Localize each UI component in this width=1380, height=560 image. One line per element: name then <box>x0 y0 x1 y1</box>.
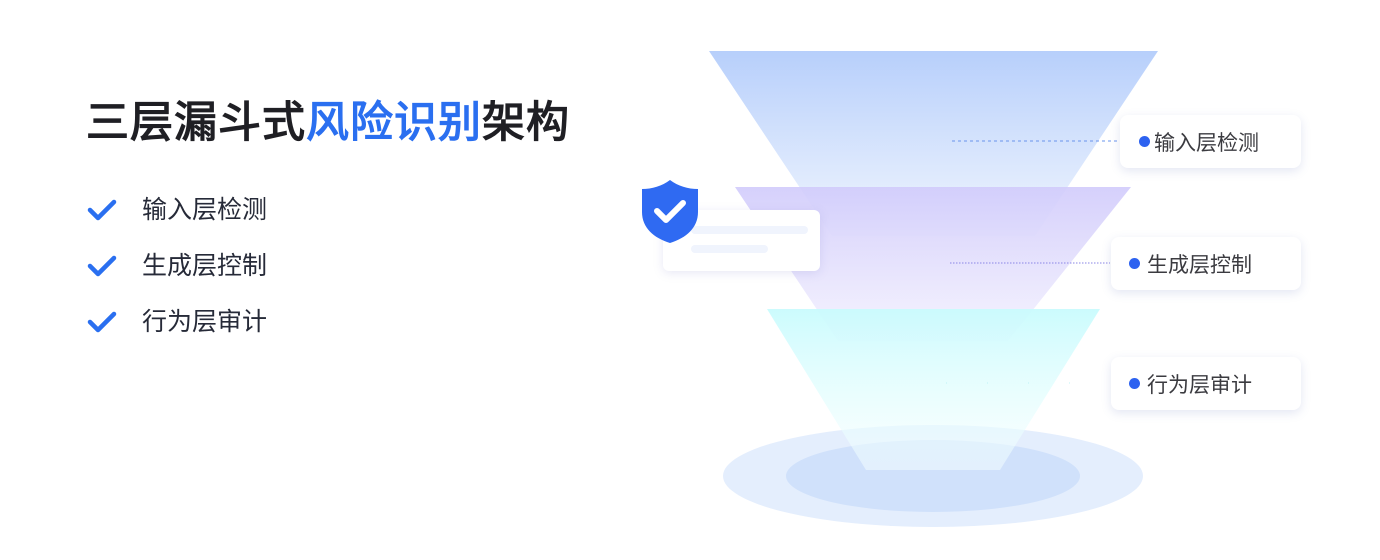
layer-label-generation: 生成层控制 <box>1111 237 1301 290</box>
feature-label: 行为层审计 <box>142 307 268 336</box>
feature-label: 生成层控制 <box>142 251 268 280</box>
bullet-dot <box>1129 378 1140 389</box>
layer-label-text: 生成层控制 <box>1147 252 1252 277</box>
feature-list: 输入层检测 生成层控制 行为层审计 <box>86 182 267 350</box>
check-icon <box>87 255 117 277</box>
check-icon <box>87 199 117 221</box>
placeholder-bar <box>691 226 808 234</box>
placeholder-bar <box>691 245 768 253</box>
bullet-dot <box>1129 258 1140 269</box>
layer-label-text: 行为层审计 <box>1147 372 1252 397</box>
shield-check-icon <box>642 180 698 243</box>
title-suffix: 架构 <box>482 98 570 148</box>
title-highlight: 风险识别 <box>306 98 482 148</box>
feature-item: 输入层检测 <box>86 182 267 238</box>
feature-label: 输入层检测 <box>142 195 268 224</box>
page-title: 三层漏斗式风险识别架构 <box>86 96 570 150</box>
funnel-layer-generation <box>735 187 1131 341</box>
feature-item: 生成层控制 <box>86 238 267 294</box>
title-prefix: 三层漏斗式 <box>86 98 306 148</box>
bullet-dot <box>1139 136 1150 147</box>
check-icon <box>87 311 117 333</box>
feature-item: 行为层审计 <box>86 294 267 350</box>
funnel-layer-behavior <box>767 309 1100 470</box>
layer-label-input: 输入层检测 <box>1120 115 1301 168</box>
layer-label-behavior: 行为层审计 <box>1111 357 1301 410</box>
layer-label-text: 输入层检测 <box>1154 130 1259 155</box>
